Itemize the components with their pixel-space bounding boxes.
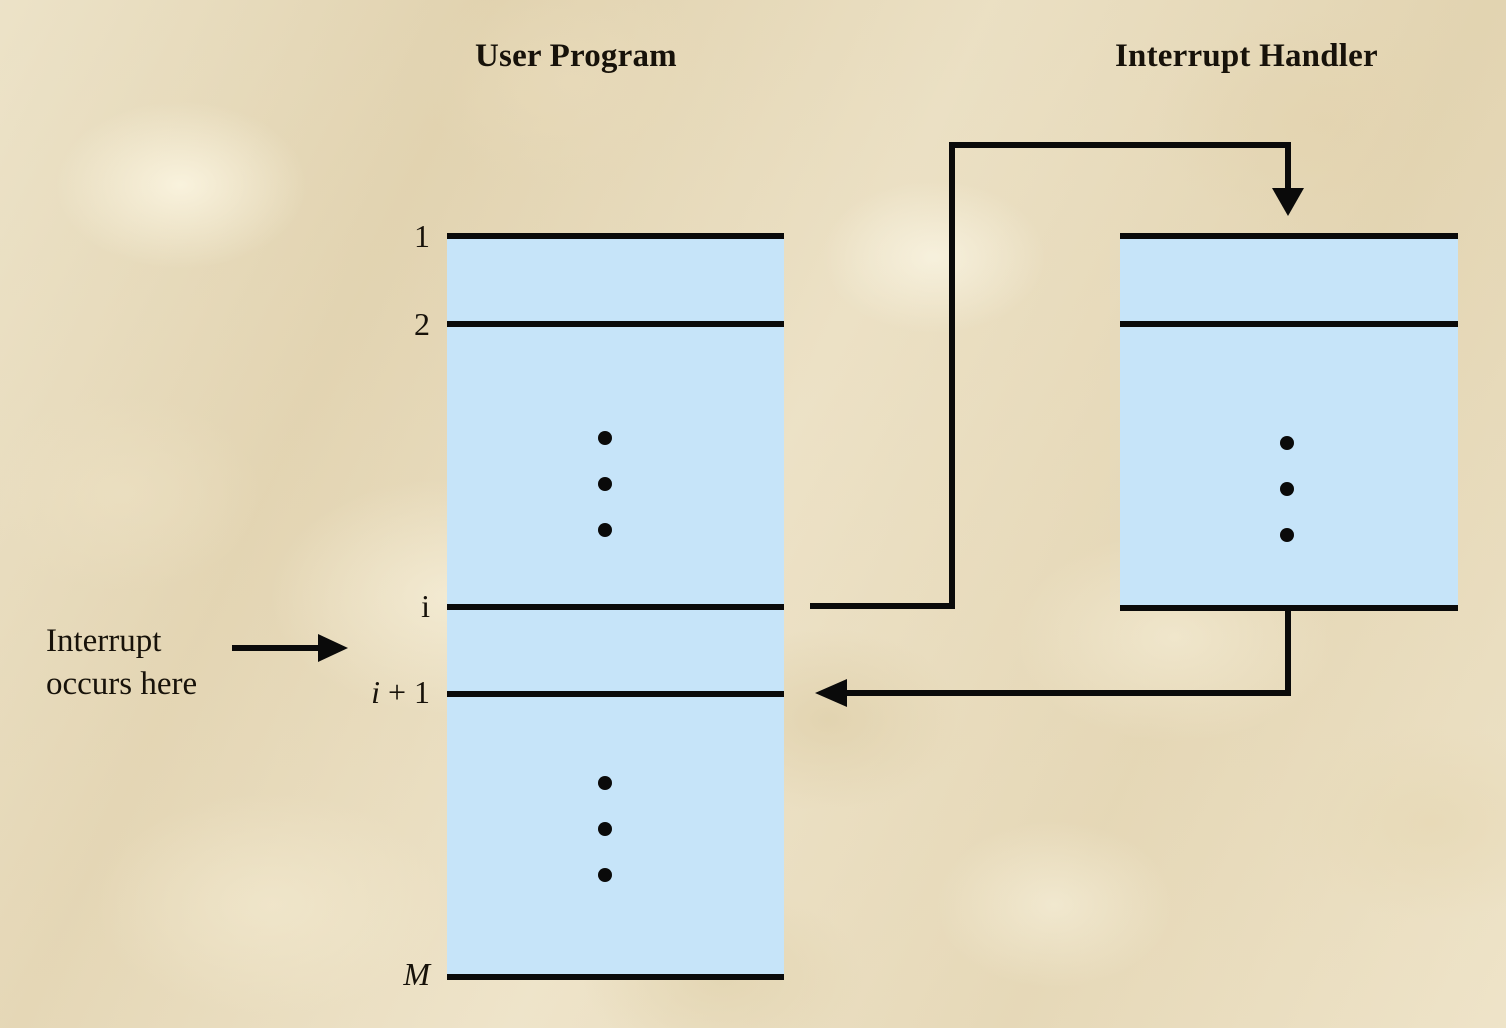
- handler-rule-bottom: [1120, 605, 1458, 611]
- user-program-rule-line-1: [447, 233, 784, 239]
- handler-rule-top: [1120, 233, 1458, 239]
- ellipsis-dot: [598, 776, 612, 790]
- line-label-i-plus-1-var: i: [371, 674, 380, 710]
- interrupt-handler-block: [1120, 236, 1458, 608]
- ellipsis-dot: [598, 431, 612, 445]
- line-label-i-plus-1-num: 1: [414, 674, 430, 710]
- user-program-rule-line-2: [447, 321, 784, 327]
- ellipsis-dot: [598, 822, 612, 836]
- line-label-i-plus-1-op: +: [387, 674, 406, 710]
- ellipsis-dot: [598, 477, 612, 491]
- interrupt-handler-title: Interrupt Handler: [1115, 38, 1378, 74]
- line-label-i-plus-1: i + 1: [260, 676, 430, 708]
- line-label-1: 1: [414, 218, 430, 254]
- handler-rule-second: [1120, 321, 1458, 327]
- ellipsis-dot: [598, 868, 612, 882]
- ellipsis-dot: [1280, 482, 1294, 496]
- ellipsis-dot: [598, 523, 612, 537]
- line-label-i: i: [421, 588, 430, 624]
- annotation-line-2: occurs here: [46, 665, 198, 702]
- ellipsis-dot: [1280, 436, 1294, 450]
- user-program-upper-ellipsis: [598, 431, 612, 537]
- interrupt-occurs-here-annotation: Interrupt occurs here: [46, 620, 197, 706]
- line-label-2: 2: [414, 306, 430, 342]
- line-label-m: M: [290, 958, 430, 990]
- user-program-title: User Program: [475, 38, 677, 74]
- line-label-m-text: M: [403, 956, 430, 992]
- user-program-rule-line-i-plus-1: [447, 691, 784, 697]
- interrupt-handler-ellipsis: [1280, 436, 1294, 542]
- annotation-arrow: [232, 634, 348, 662]
- user-program-lower-ellipsis: [598, 776, 612, 882]
- annotation-line-1: Interrupt: [46, 623, 162, 659]
- user-program-rule-line-i: [447, 604, 784, 610]
- interrupt-return-arrow: [815, 610, 1291, 707]
- ellipsis-dot: [1280, 528, 1294, 542]
- user-program-rule-line-m: [447, 974, 784, 980]
